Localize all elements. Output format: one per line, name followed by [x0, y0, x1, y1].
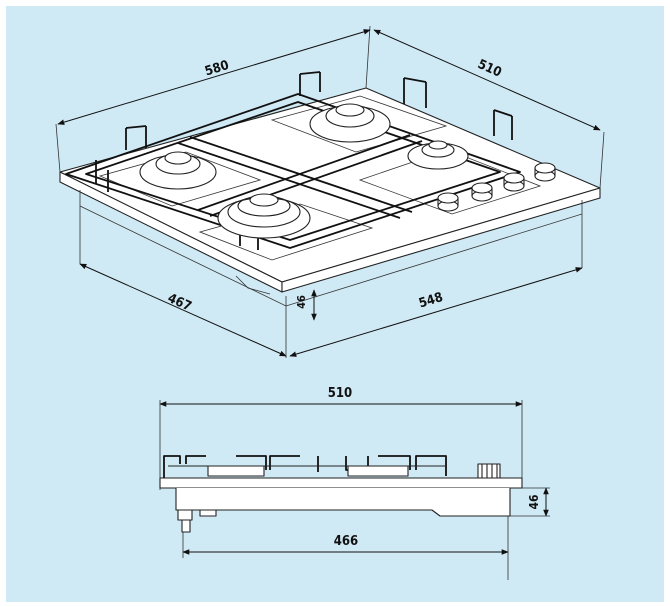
dimension-label-510-side: 510 [328, 386, 352, 401]
side-pan-supports [163, 455, 501, 479]
dimension-label-548: 548 [417, 290, 445, 311]
burner-back-left [139, 151, 217, 190]
side-body [175, 488, 511, 517]
dimension-iso-width: 580 [55, 25, 371, 173]
dimension-label-46-iso: 46 [295, 295, 308, 309]
control-knob-1 [437, 192, 459, 212]
dimension-iso-height: 46 [295, 289, 317, 321]
side-glass-top [159, 477, 523, 489]
gas-inlet-connector [177, 509, 217, 533]
side-view: 510 466 46 [159, 386, 550, 580]
dimension-iso-front-width: 548 [289, 214, 583, 357]
burner-front-wok [217, 193, 311, 239]
dimension-label-580: 580 [203, 58, 231, 79]
control-knob-4 [534, 162, 556, 182]
background-panel [6, 6, 664, 602]
dimension-label-46-side: 46 [527, 494, 541, 509]
dimension-label-466: 466 [334, 534, 358, 549]
control-knob-2 [471, 182, 493, 202]
control-knob-3 [503, 172, 525, 192]
burner-right [407, 140, 469, 170]
dimension-iso-front-depth: 467 [79, 206, 287, 358]
